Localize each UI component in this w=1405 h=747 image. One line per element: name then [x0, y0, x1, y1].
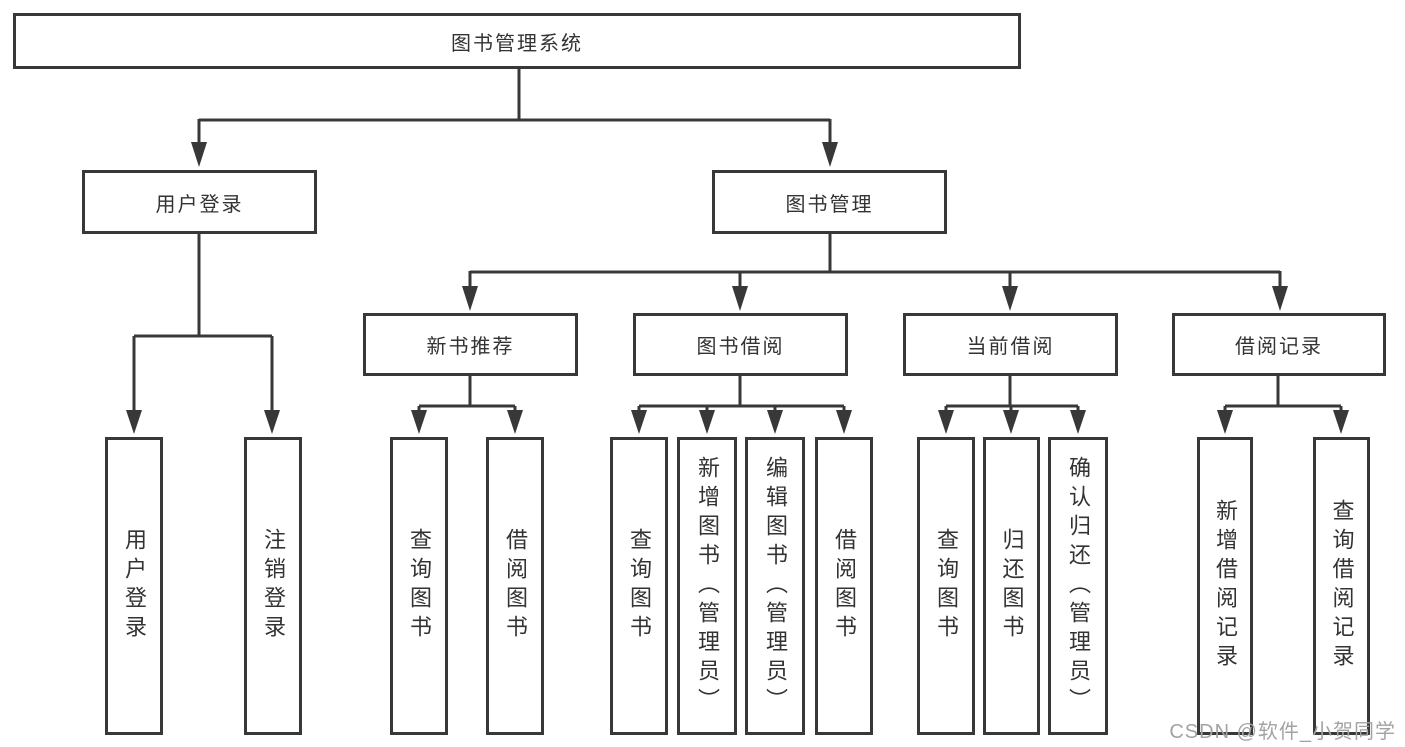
leaf-add-borrow-record-label: 新增借阅记录: [1213, 499, 1238, 673]
node-new-book-recommend: 新书推荐: [363, 313, 578, 376]
leaf-borrow-books-recommend-label: 借阅图书: [503, 528, 528, 644]
node-current-borrowing-label: 当前借阅: [966, 336, 1055, 358]
leaf-query-borrow-record-label: 查询借阅记录: [1329, 499, 1355, 673]
leaf-borrow-books-recommend: 借阅图书: [486, 437, 544, 735]
leaf-query-books-recommend-label: 查询图书: [407, 528, 432, 644]
node-user-login: 用户登录: [82, 170, 317, 234]
leaf-confirm-return-admin: 确认归还（管理员）: [1048, 437, 1108, 735]
leaf-confirm-return-admin-label: 确认归还（管理员）: [1066, 455, 1091, 717]
leaf-logout: 注销登录: [244, 437, 302, 735]
node-root-system: 图书管理系统: [13, 13, 1021, 69]
leaf-edit-books-admin-label: 编辑图书（管理员）: [763, 455, 788, 717]
leaf-logout-label: 注销登录: [261, 528, 286, 644]
node-borrowing-records: 借阅记录: [1172, 313, 1386, 376]
leaf-borrow-books-borrowing: 借阅图书: [815, 437, 873, 735]
leaf-borrow-books-borrowing-label: 借阅图书: [832, 528, 857, 644]
leaf-add-borrow-record: 新增借阅记录: [1197, 437, 1253, 735]
leaf-return-books: 归还图书: [983, 437, 1040, 735]
leaf-user-login-label: 用户登录: [122, 528, 147, 644]
node-user-login-label: 用户登录: [155, 193, 244, 216]
leaf-add-books-admin-label: 新增图书（管理员）: [695, 455, 720, 717]
leaf-query-books-current: 查询图书: [917, 437, 975, 735]
leaf-query-books-current-label: 查询图书: [934, 528, 959, 644]
leaf-query-books-borrowing: 查询图书: [610, 437, 668, 735]
node-borrowing-records-label: 借阅记录: [1235, 336, 1323, 358]
node-book-management-label: 图书管理: [785, 193, 874, 216]
csdn-watermark: CSDN @软件_小贺同学: [1169, 721, 1396, 743]
node-book-management: 图书管理: [712, 170, 947, 234]
leaf-query-borrow-record: 查询借阅记录: [1313, 437, 1370, 735]
node-new-book-recommend-label: 新书推荐: [426, 336, 515, 358]
leaf-edit-books-admin: 编辑图书（管理员）: [745, 437, 805, 735]
leaf-query-books-recommend: 查询图书: [390, 437, 448, 735]
node-book-borrowing: 图书借阅: [633, 313, 848, 376]
node-book-borrowing-label: 图书借阅: [696, 336, 785, 358]
leaf-add-books-admin: 新增图书（管理员）: [677, 437, 737, 735]
leaf-user-login: 用户登录: [105, 437, 163, 735]
node-current-borrowing: 当前借阅: [903, 313, 1118, 376]
leaf-query-books-borrowing-label: 查询图书: [627, 528, 652, 644]
leaf-return-books-label: 归还图书: [999, 528, 1025, 644]
node-root-system-label: 图书管理系统: [451, 32, 583, 55]
